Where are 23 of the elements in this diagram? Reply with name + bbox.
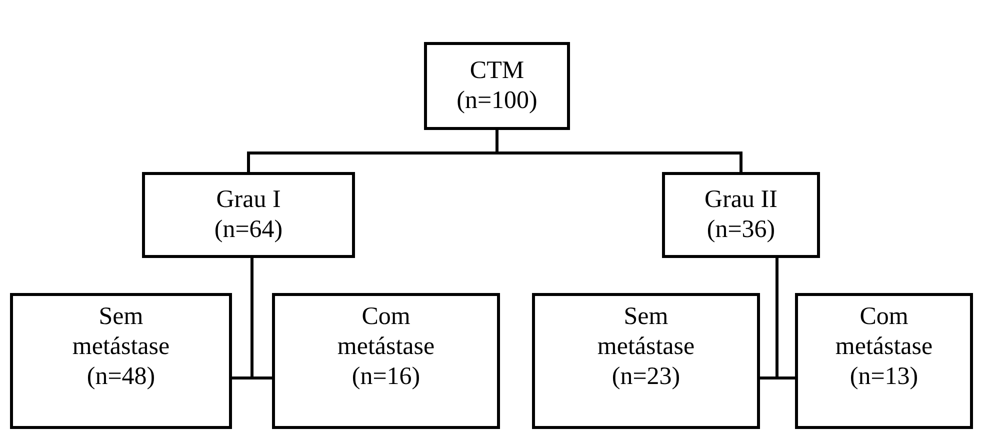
box-title: Com metástase: [835, 302, 933, 362]
process-box: [532, 293, 760, 429]
box-title: CTM: [470, 56, 524, 86]
process-box: [10, 293, 232, 429]
box-title: Sem metástase: [72, 302, 170, 362]
process-box: [272, 293, 500, 429]
count-label: (n=16): [352, 362, 420, 392]
box-title: Sem metástase: [597, 302, 695, 362]
count-label: (n=100): [456, 86, 538, 116]
count-label: (n=36): [706, 215, 776, 245]
connector-line: [776, 258, 795, 380]
process-box: [424, 42, 570, 130]
process-box: [142, 172, 355, 258]
box-title: Grau I: [216, 185, 281, 215]
box-title: Grau II: [704, 185, 778, 215]
count-label: (n=23): [612, 362, 680, 392]
count-label: (n=64): [214, 215, 283, 245]
process-box: [662, 172, 820, 258]
process-box: [795, 293, 973, 429]
connector-line: [250, 258, 272, 380]
box-title: Com metástase: [337, 302, 435, 362]
count-label: (n=13): [850, 362, 918, 392]
count-label: (n=48): [86, 362, 156, 392]
